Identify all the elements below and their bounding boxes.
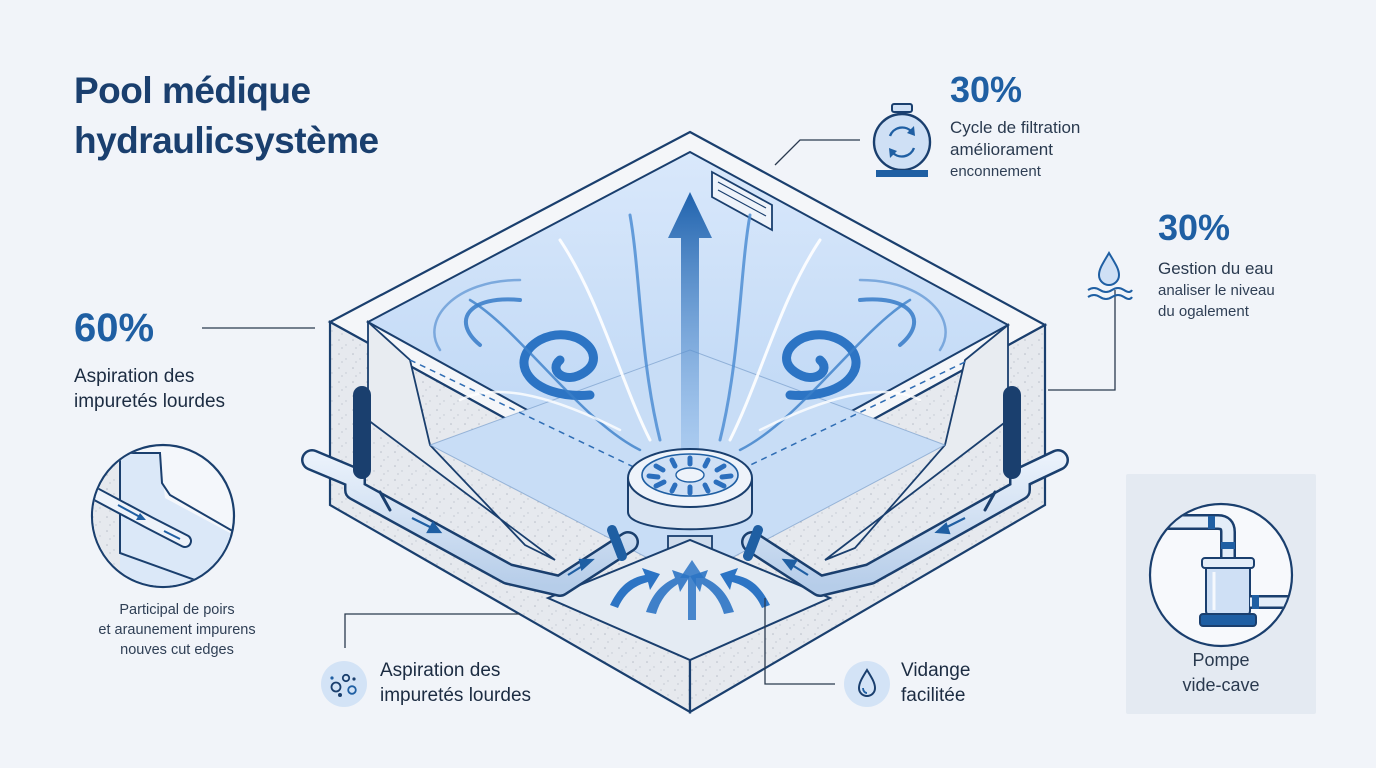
title-line-1: Pool médique (74, 70, 311, 111)
sump-pump-panel: Pompe vide-cave (1126, 474, 1316, 714)
suction-line-1: Aspiration des (74, 366, 195, 387)
water-drop-waves-icon (1087, 251, 1133, 300)
suction-text: Aspiration des impuretés lourdes (74, 364, 225, 414)
debris-particles-icon (321, 661, 367, 707)
filtration-line-3: enconnement (950, 163, 1041, 180)
sump-pump-icon (1148, 502, 1294, 648)
edges-line-1: Participal de poirs (119, 602, 235, 618)
sump-base (545, 538, 833, 662)
water-level-icon-wrap (1084, 250, 1134, 302)
skimmer (711, 170, 773, 232)
drain-line-2: facilitée (901, 685, 966, 706)
edge-cutaway-icon (90, 443, 236, 589)
filtration-percent: 30% (950, 69, 1023, 110)
water-level-percent: 30% (1158, 207, 1231, 248)
suction-line-2: impuretés lourdes (74, 391, 226, 412)
suction-percent: 60% (74, 306, 155, 350)
water-level-text: Gestion du eau analiser le niveau du oga… (1158, 258, 1275, 322)
title-line-2: hydraulicsystème (74, 120, 379, 161)
page-title: Pool médique hydraulicsystème (74, 66, 379, 166)
water-drop-icon (844, 661, 890, 707)
edges-line-3: nouves cut edges (120, 642, 234, 658)
pump-line-1: Pompe (1192, 650, 1250, 670)
drain-icon-wrap (843, 660, 891, 708)
upflow-arrow (668, 192, 712, 450)
debris-line-2: impuretés lourdes (380, 685, 532, 706)
edges-text: Participal de poirs et arаunement impure… (62, 600, 292, 660)
pump-line-2: vide-cave (1182, 675, 1260, 695)
edges-line-2: et arаunement impurens (98, 622, 256, 638)
pipe-flow-arrows (411, 517, 966, 576)
water-vortex (433, 213, 947, 452)
filtration-line-2: améliorament (950, 140, 1053, 159)
filtration-icon-wrap (866, 100, 938, 180)
pump-text: Pompe vide-cave (1126, 648, 1316, 698)
debris-text: Aspiration des impuretés lourdes (380, 658, 531, 708)
drain-line-1: Vidange (901, 660, 971, 681)
debris-line-1: Aspiration des (380, 660, 501, 681)
edge-detail-circle (90, 443, 236, 589)
debris-icon-wrap (320, 660, 368, 708)
water-level-line-2: analiser le niveau (1158, 282, 1275, 299)
filtration-line-1: Cycle de filtration (950, 118, 1081, 137)
filtration-text: Cycle de filtration améliorament enconne… (950, 117, 1080, 182)
drain-text: Vidange facilitée (901, 658, 970, 708)
water-level-line-1: Gestion du eau (1158, 259, 1274, 278)
water-level-line-3: du ogalement (1158, 303, 1249, 320)
pump-cycle-icon (872, 103, 932, 177)
leader-lines (202, 139, 1116, 685)
sump-pump-circle (1148, 502, 1294, 648)
